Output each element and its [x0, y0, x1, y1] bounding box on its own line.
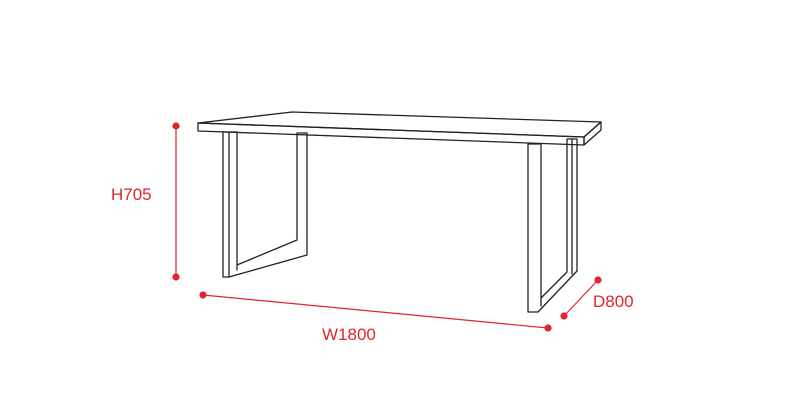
width-dimension-line: [202, 294, 549, 329]
right-leg-frame: [527, 138, 578, 313]
depth-dimension-line: [563, 279, 599, 317]
width-dimension-left-dot: [199, 291, 207, 299]
tabletop-side-edge: [583, 121, 602, 146]
height-dimension-bottom-dot: [172, 273, 180, 281]
left-leg-frame: [222, 131, 308, 278]
depth-dimension-bottom-dot: [560, 312, 568, 320]
height-label: H705: [111, 185, 152, 204]
depth-label: D800: [593, 292, 634, 311]
height-dimension-top-dot: [172, 122, 180, 130]
tabletop-front-edge: [197, 122, 585, 146]
depth-dimension-top-dot: [594, 276, 602, 284]
width-label: W1800: [322, 325, 376, 344]
width-dimension-right-dot: [544, 324, 552, 332]
